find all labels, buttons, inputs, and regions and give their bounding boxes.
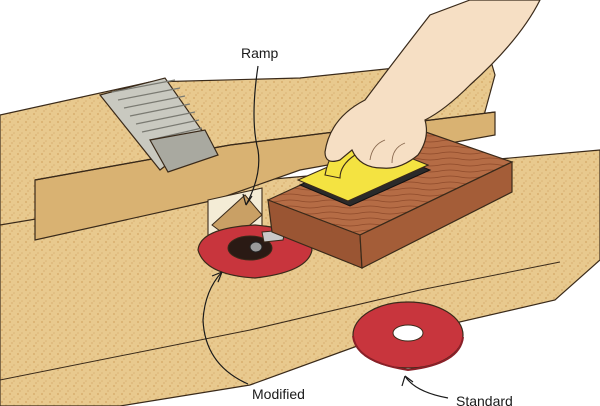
standard-label: Standard	[456, 394, 513, 406]
ramp-label: Ramp	[241, 46, 278, 60]
standard-leader	[405, 376, 448, 398]
standard-leader-arrow	[402, 376, 413, 386]
modified-label: Modified	[252, 387, 305, 401]
standard-insert	[353, 302, 463, 370]
